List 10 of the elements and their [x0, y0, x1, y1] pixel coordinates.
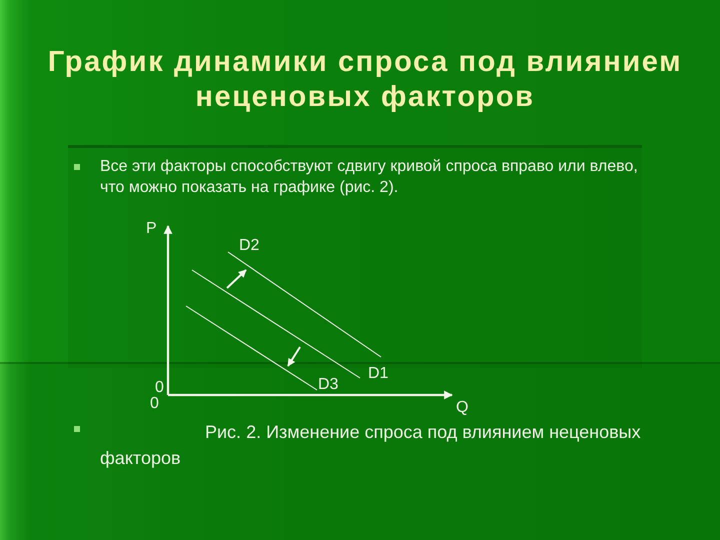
origin-label: 0	[150, 395, 159, 412]
curve-label: D2	[239, 237, 260, 254]
origin-label: 0	[155, 379, 164, 396]
slide-title: График динамики спроса под влиянием неценовых факторов	[46, 45, 684, 115]
figure-caption: Рис. 2. Изменение спроса под влиянием неценовых факторов	[100, 421, 642, 470]
curve-label: D1	[368, 365, 388, 382]
axis-label: Q	[456, 399, 468, 416]
bullet-text: Все эти факторы способствуют сдвигу кривой спроса вправо или влево, что можно показать на графике (рис. 2).	[100, 157, 639, 198]
axis-label: P	[146, 220, 157, 237]
curve-label: D3	[318, 376, 338, 393]
